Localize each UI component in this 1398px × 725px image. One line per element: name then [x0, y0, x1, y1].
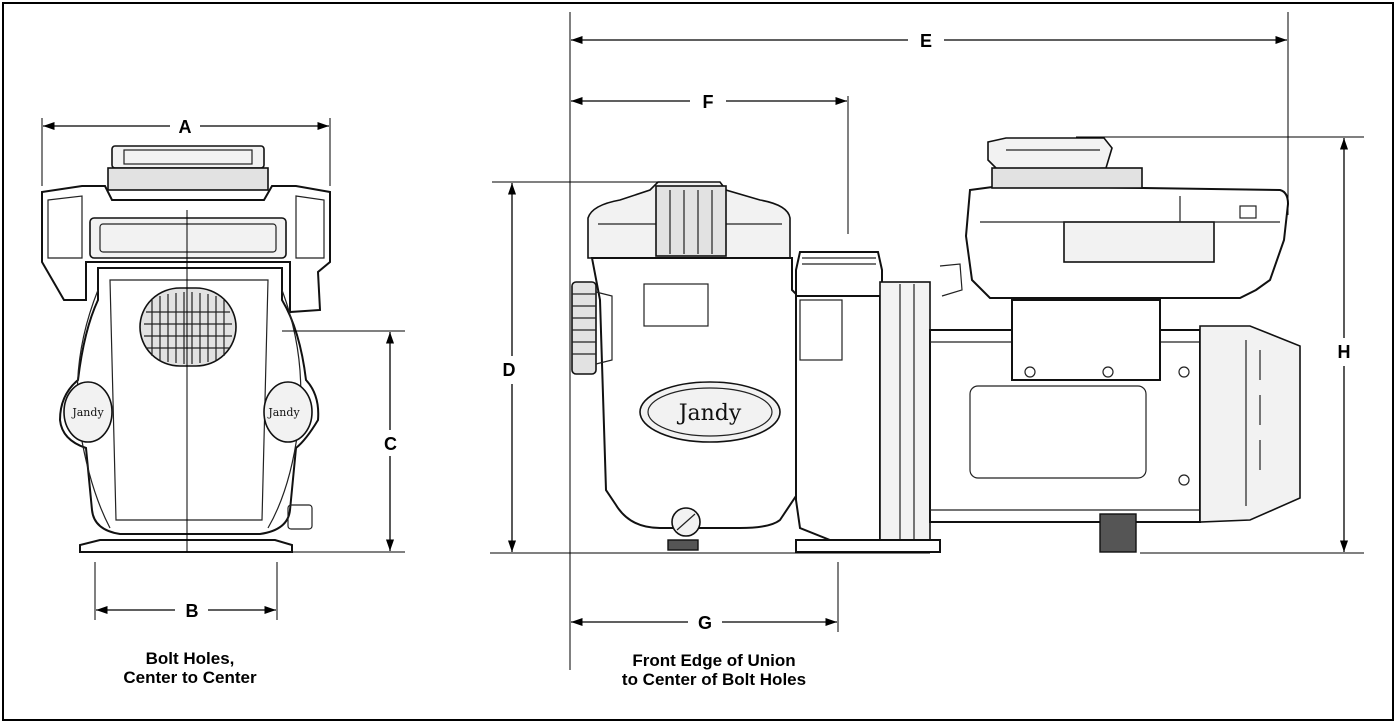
side-logo: Jandy	[677, 401, 742, 426]
dimension-b: B	[94, 562, 278, 621]
dimension-f: F	[571, 92, 849, 234]
dimension-e: E	[569, 12, 1289, 670]
bolt-holes-caption-line2: Center to Center	[123, 668, 257, 687]
dimension-h-label: H	[1338, 342, 1351, 362]
front-logo-left: Jandy	[71, 406, 104, 419]
dimension-a: A	[41, 117, 331, 186]
dimension-c-label: C	[384, 434, 397, 454]
dimension-f-label: F	[703, 92, 714, 112]
dimension-b-label: B	[186, 601, 199, 621]
dimension-g-label: G	[698, 613, 712, 633]
union-caption-line2: to Center of Bolt Holes	[622, 670, 806, 689]
union-caption-line1: Front Edge of Union	[632, 651, 795, 670]
dimension-d-label: D	[503, 360, 516, 380]
dimension-c: C	[282, 330, 405, 553]
dimension-g: G	[571, 562, 839, 633]
pump-side-view: Jandy	[571, 137, 1301, 553]
front-logo-right: Jandy	[267, 406, 300, 419]
inlet-grille	[144, 292, 232, 364]
dimension-h: H	[1076, 136, 1364, 554]
bolt-holes-caption-line1: Bolt Holes,	[146, 649, 235, 668]
dimension-d: D	[490, 181, 930, 554]
pump-front-view: Jandy Jandy	[41, 145, 331, 553]
dimension-e-label: E	[920, 31, 932, 51]
dimension-a-label: A	[179, 117, 192, 137]
